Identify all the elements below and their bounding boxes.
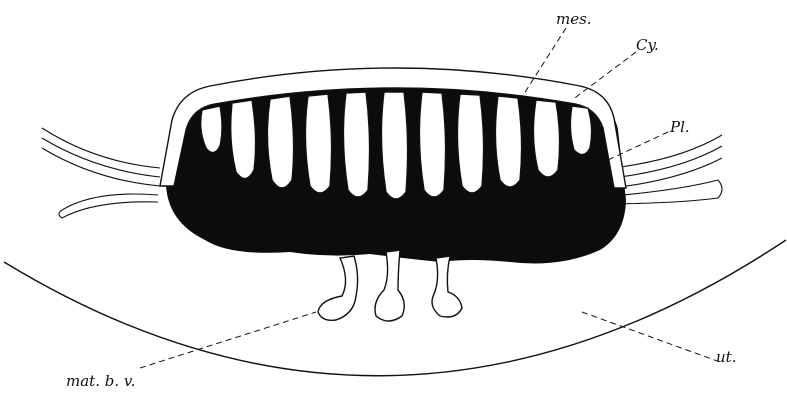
- maternal-blood-vessels: [318, 250, 462, 321]
- label-ut: ut.: [716, 348, 736, 366]
- label-mes: mes.: [556, 10, 592, 28]
- label-mat-bv: mat. b. v.: [66, 372, 135, 390]
- label-pl: Pl.: [669, 118, 690, 136]
- label-cy: Cy.: [636, 36, 659, 54]
- vessel-middle: [375, 250, 404, 321]
- vessel-left: [318, 256, 358, 320]
- leader-ut: [582, 312, 720, 362]
- right-membrane: [612, 135, 722, 204]
- left-membrane: [42, 128, 160, 218]
- vessel-right: [432, 256, 462, 317]
